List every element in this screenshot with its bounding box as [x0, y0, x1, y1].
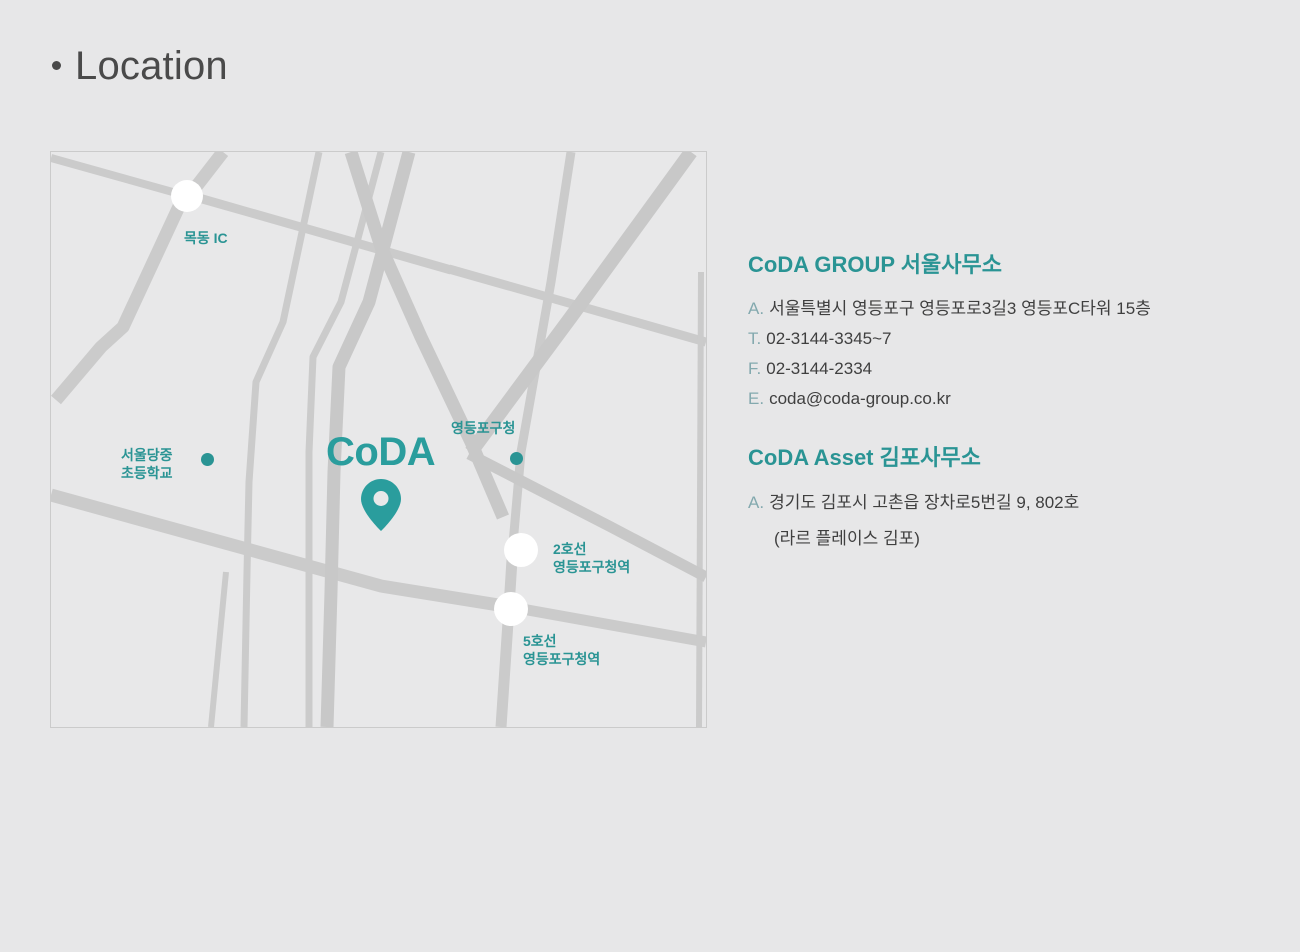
contact-key-address-gimpo: A.: [748, 492, 765, 512]
subway-station-node-line2[interactable]: [504, 533, 538, 567]
contact-key-fax: F.: [748, 359, 762, 379]
contact-key-phone: T.: [748, 329, 762, 349]
contact-row-address: A.서울특별시 영등포구 영등포로3길3 영등포C타워 15층: [748, 300, 1268, 317]
contact-key-address: A.: [748, 299, 765, 319]
contact-row-phone: T.02-3144-3345~7: [748, 330, 1268, 347]
contact-row-fax: F.02-3144-2334: [748, 360, 1268, 377]
poi-dot-school: [201, 453, 214, 466]
location-map[interactable]: 목동 IC 서울당중 초등학교 영등포구청 2호선 영등포구청역 5호선 영등포…: [50, 151, 707, 728]
subway-station-node-line5[interactable]: [494, 592, 528, 626]
contact-key-email: E.: [748, 389, 765, 409]
office-block-seoul: CoDA GROUP 서울사무소 A.서울특별시 영등포구 영등포로3길3 영등…: [748, 252, 1268, 407]
map-roads: [51, 152, 706, 727]
office-title-seoul: CoDA GROUP 서울사무소: [748, 252, 1002, 277]
page-title: Location: [52, 42, 228, 90]
contact-row-address-gimpo: A.경기도 김포시 고촌읍 장차로5번길 9, 802호: [748, 494, 1268, 511]
interchange-node-mokdong-ic[interactable]: [171, 180, 203, 212]
contact-column: CoDA GROUP 서울사무소 A.서울특별시 영등포구 영등포로3길3 영등…: [748, 252, 1268, 587]
bullet-dot-icon: [52, 61, 61, 71]
contact-address-subline-gimpo: (라르 플레이스 김포): [774, 528, 920, 548]
contact-value-phone[interactable]: 02-3144-3345~7: [766, 329, 892, 349]
poi-dot-gucheong: [510, 452, 523, 465]
office-block-gimpo: CoDA Asset 김포사무소 A.경기도 김포시 고촌읍 장차로5번길 9,…: [748, 445, 1268, 548]
contact-value-address: 서울특별시 영등포구 영등포로3길3 영등포C타워 15층: [769, 299, 1151, 319]
page-title-text: Location: [75, 44, 228, 88]
contact-value-address-gimpo: 경기도 김포시 고촌읍 장차로5번길 9, 802호: [769, 492, 1080, 512]
contact-value-email[interactable]: coda@coda-group.co.kr: [769, 389, 951, 409]
office-title-gimpo: CoDA Asset 김포사무소: [748, 445, 981, 471]
contact-value-fax: 02-3144-2334: [766, 359, 873, 379]
contact-row-email: E.coda@coda-group.co.kr: [748, 390, 1268, 407]
